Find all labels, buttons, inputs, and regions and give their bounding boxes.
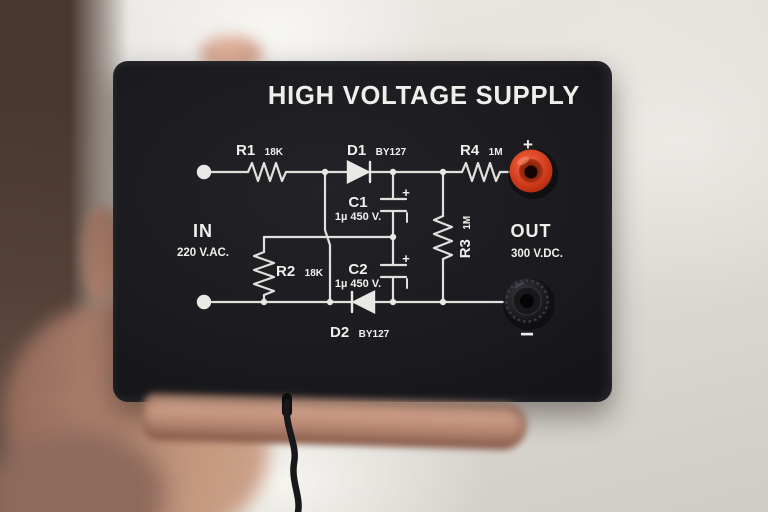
input-label: IN [193, 221, 213, 241]
positive-jack [508, 149, 558, 199]
diode-symbols [346, 160, 376, 314]
cap-plus-c2: + [402, 251, 410, 266]
resistor-r4-symbol [460, 161, 502, 183]
junction-dots [196, 164, 447, 310]
power-cable [282, 393, 302, 512]
label-c1: C1 [348, 194, 367, 211]
diode-d2-symbol [351, 290, 376, 314]
device-title: HIGH VOLTAGE SUPPLY [268, 82, 580, 110]
positive-terminal-mark: + [523, 135, 533, 154]
label-r2: R2 18K [276, 263, 324, 280]
negative-jack-hole [520, 294, 534, 308]
value-c2: 1µ 450 V. [335, 278, 381, 290]
input-terminal-top [196, 164, 212, 180]
positive-jack-hole [524, 165, 538, 179]
resistor-r1-symbol [246, 161, 288, 183]
input-value: 220 V.AC. [177, 247, 229, 259]
value-c1: 1µ 450 V. [335, 211, 381, 223]
label-d2: D2 BY127 [330, 324, 390, 341]
input-terminal-bottom [196, 294, 212, 310]
resistor-r2-symbol [252, 250, 276, 297]
device-box [113, 61, 612, 402]
label-d1: D1 BY127 [347, 142, 407, 159]
output-label: OUT [511, 221, 552, 241]
cap-plus-c1: + [402, 185, 410, 200]
label-r4: R4 1M [460, 142, 503, 159]
output-value: 300 V.DC. [511, 248, 563, 260]
label-r1: R1 18K [236, 142, 284, 159]
diode-d1-symbol [346, 160, 371, 184]
label-c2: C2 [348, 261, 367, 278]
negative-jack [503, 278, 555, 330]
label-r3: R3 1M [457, 216, 474, 259]
resistor-r3-symbol [432, 214, 454, 261]
